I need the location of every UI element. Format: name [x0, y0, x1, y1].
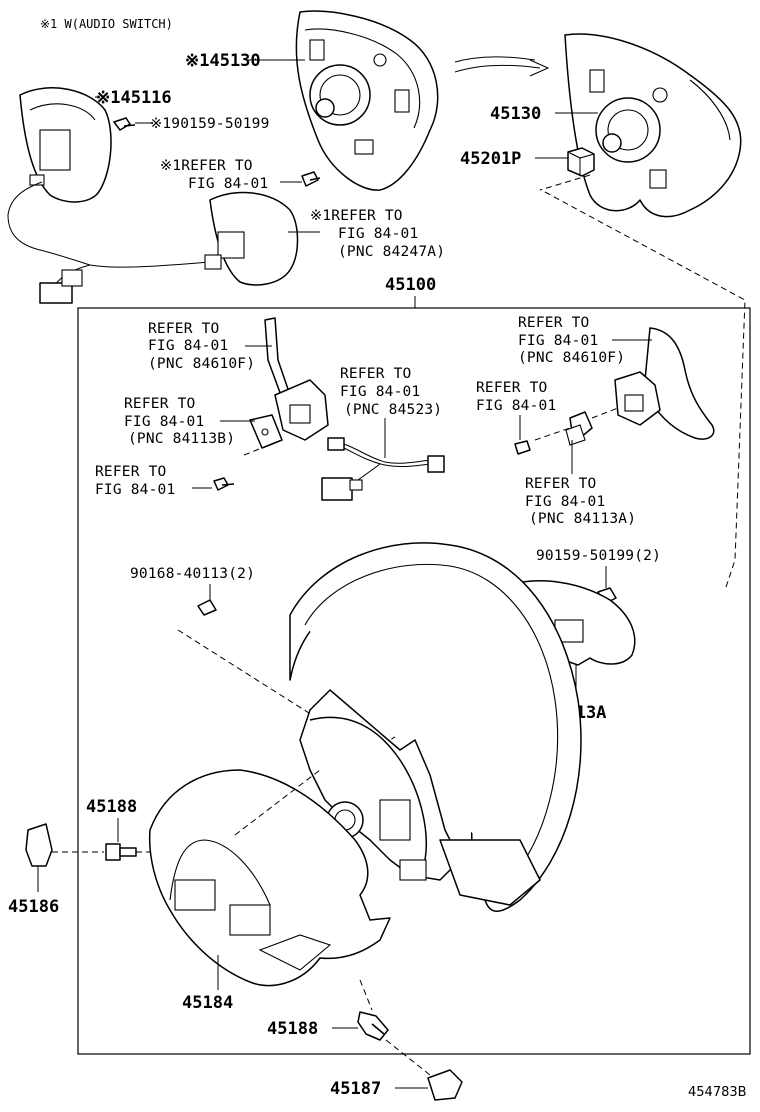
- label-90168-40113: 90168-40113(2): [130, 566, 255, 582]
- screw-45188-upper: [105, 843, 137, 861]
- label-45188-lower: 45188: [267, 1019, 318, 1039]
- screw-190159: [113, 117, 136, 131]
- label-45130-left: ※145130: [185, 51, 261, 71]
- refer-84610f-right-line2: FIG 84-01: [518, 333, 598, 349]
- refer-plain-line1: REFER TO: [95, 464, 166, 480]
- refer-1b-line1: ※1REFER TO: [310, 208, 403, 224]
- refer-84113a-line2: FIG 84-01: [525, 494, 605, 510]
- refer-1a-line1: ※1REFER TO: [160, 158, 253, 174]
- steering-wheel-45100: [289, 542, 582, 912]
- refer-block-plain: REFER TO FIG 84-01: [95, 464, 175, 498]
- refer-plain-line2: FIG 84-01: [95, 482, 175, 498]
- switch-84247a: [204, 191, 299, 286]
- refer-84610f-left-line1: REFER TO: [148, 321, 219, 337]
- screw-right-refer: [514, 440, 531, 455]
- refer-1a-line2: FIG 84-01: [188, 176, 268, 192]
- paddle-left-84610f: [264, 317, 329, 441]
- bracket-84113b: [243, 414, 283, 456]
- label-190159-50199: ※190159-50199: [150, 116, 270, 132]
- audio-switch-45116: [7, 87, 211, 304]
- transition-arrow: [454, 56, 550, 77]
- label-45187: 45187: [330, 1079, 381, 1099]
- cap-45186: [25, 823, 53, 867]
- refer-84523-line2: FIG 84-01: [340, 384, 420, 400]
- refer-84523-line1: REFER TO: [340, 366, 411, 382]
- refer-block-right-plain: REFER TO FIG 84-01: [476, 380, 556, 414]
- refer-right-plain-line1: REFER TO: [476, 380, 547, 396]
- label-90159-50199: 90159-50199(2): [536, 548, 661, 564]
- wire-harness-84523: [321, 437, 445, 501]
- refer-84523-line3: (PNC 84523): [344, 402, 442, 418]
- diagram-id: 454783B: [688, 1085, 747, 1100]
- cap-45187: [427, 1069, 463, 1101]
- paddle-right-84610f: [614, 327, 715, 440]
- refer-84610f-left-line2: FIG 84-01: [148, 338, 228, 354]
- refer-84113b-line2: FIG 84-01: [124, 414, 204, 430]
- label-45188-upper: 45188: [86, 797, 137, 817]
- label-45130-right: 45130: [490, 104, 541, 124]
- airbag-pad-45130-left: [295, 10, 439, 191]
- label-45100: 45100: [385, 275, 436, 295]
- refer-block-84113a: REFER TO FIG 84-01 (PNC 84113A): [525, 476, 636, 527]
- label-45116: ※145116: [96, 88, 172, 108]
- lower-cover-45184: [148, 769, 391, 987]
- screw-45188-lower: [357, 1011, 389, 1041]
- refer-84610f-right-line1: REFER TO: [518, 315, 589, 331]
- refer-84113b-line3: (PNC 84113B): [128, 431, 235, 447]
- refer-block-84610f-left: REFER TO FIG 84-01 (PNC 84610F): [148, 321, 255, 372]
- refer-block-84523: REFER TO FIG 84-01 (PNC 84523): [340, 366, 442, 418]
- refer-block-1a: ※1REFER TO FIG 84-01: [160, 158, 268, 192]
- refer-block-1b: ※1REFER TO FIG 84-01 (PNC 84247A): [310, 208, 445, 260]
- label-45201p: 45201P: [460, 149, 521, 169]
- nut-45201p: [567, 147, 595, 177]
- airbag-pad-45130-right: [564, 33, 742, 218]
- refer-84113b-line1: REFER TO: [124, 396, 195, 412]
- screw-refer-plain: [213, 477, 235, 491]
- label-45184: 45184: [182, 993, 233, 1013]
- header-note: ※1 W(AUDIO SWITCH): [40, 17, 173, 31]
- refer-84113a-line3: (PNC 84113A): [529, 511, 636, 527]
- assembly-box-45100: [77, 307, 751, 1055]
- refer-84610f-right-line3: (PNC 84610F): [518, 350, 625, 366]
- bracket-84113a: [534, 407, 619, 446]
- screw-refer-1a: [301, 171, 321, 187]
- refer-84113a-line1: REFER TO: [525, 476, 596, 492]
- refer-84610f-left-line3: (PNC 84610F): [148, 356, 255, 372]
- refer-block-84113b: REFER TO FIG 84-01 (PNC 84113B): [124, 396, 235, 447]
- refer-1b-line2: FIG 84-01: [338, 226, 418, 242]
- label-45186: 45186: [8, 897, 59, 917]
- refer-block-84610f-right: REFER TO FIG 84-01 (PNC 84610F): [518, 315, 625, 366]
- refer-right-plain-line2: FIG 84-01: [476, 398, 556, 414]
- screw-90168: [197, 599, 217, 616]
- cover-45713a: [508, 580, 636, 666]
- refer-1b-line3: (PNC 84247A): [338, 244, 445, 260]
